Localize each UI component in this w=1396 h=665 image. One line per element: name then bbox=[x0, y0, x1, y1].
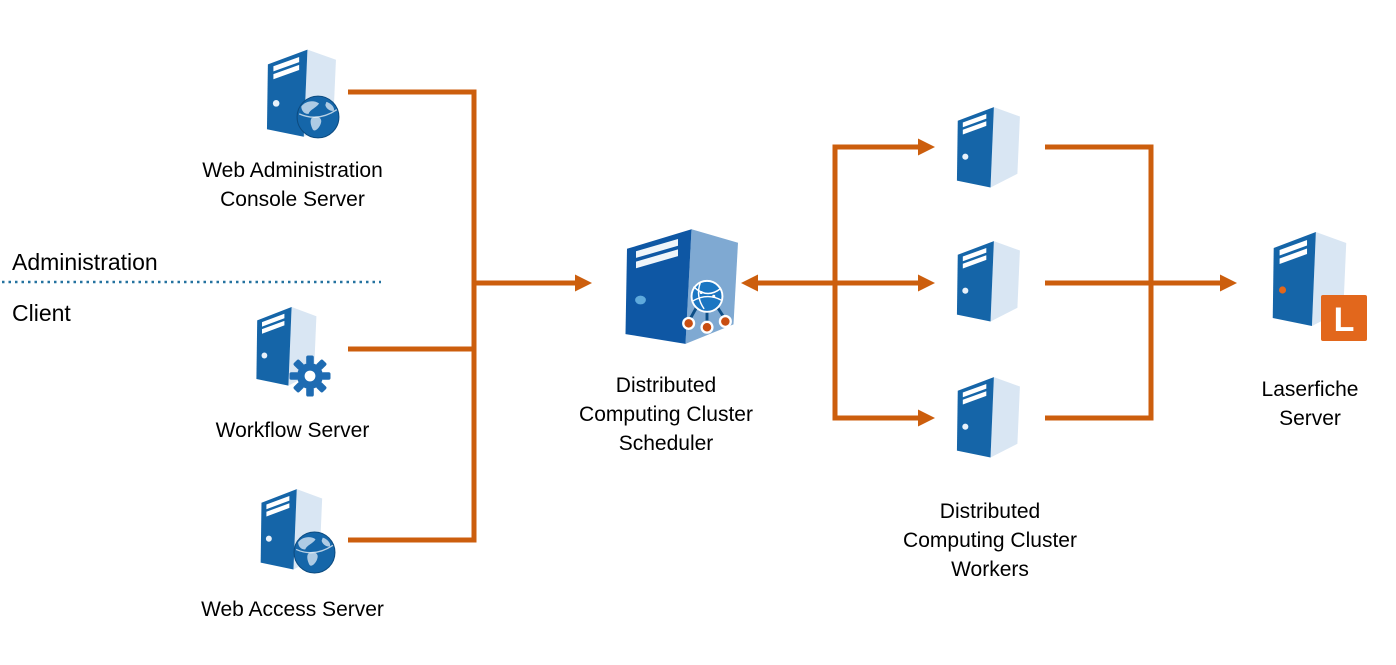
worker-server-3 bbox=[946, 372, 1030, 466]
laserfiche-logo-icon: L bbox=[1321, 295, 1367, 341]
network-cluster-icon bbox=[678, 278, 736, 334]
workers-label: Distributed Computing Cluster Workers bbox=[903, 500, 1077, 581]
web-admin-console-server-label: Web Administration Console Server bbox=[202, 159, 383, 211]
laserfiche-server-node: L bbox=[1260, 226, 1367, 341]
arrowhead-into-worker-1 bbox=[918, 138, 935, 156]
server-tower-icon bbox=[946, 236, 1030, 330]
globe-icon bbox=[295, 94, 341, 140]
web-admin-console-server-node bbox=[255, 44, 347, 146]
zone-label-administration: Administration bbox=[12, 249, 158, 275]
laserfiche-server-label: Laserfiche Server bbox=[1261, 378, 1359, 430]
laserfiche-logo-letter: L bbox=[1334, 301, 1355, 339]
server-tower-icon bbox=[946, 102, 1030, 196]
workflow-server-label: Workflow Server bbox=[215, 419, 370, 442]
gear-icon bbox=[288, 354, 332, 398]
web-access-server-node bbox=[250, 484, 332, 578]
worker-server-2 bbox=[946, 236, 1030, 330]
connector-workers-bus-left bbox=[832, 144, 918, 421]
server-tower-icon bbox=[946, 372, 1030, 466]
arrowhead-back-to-scheduler bbox=[741, 274, 758, 292]
arrowhead-into-laserfiche bbox=[1220, 274, 1237, 292]
arrowhead-into-worker-2 bbox=[918, 274, 935, 292]
scheduler-node bbox=[606, 222, 756, 356]
web-access-server-label: Web Access Server bbox=[201, 598, 384, 621]
globe-icon bbox=[292, 530, 337, 575]
connector-left-bus bbox=[348, 89, 477, 543]
workflow-server-node bbox=[246, 302, 326, 394]
scheduler-label: Distributed Computing Cluster Scheduler bbox=[579, 374, 753, 455]
zone-label-client: Client bbox=[12, 300, 71, 326]
arrowhead-into-scheduler bbox=[575, 274, 592, 292]
arrowhead-into-worker-3 bbox=[918, 409, 935, 427]
worker-server-1 bbox=[946, 102, 1030, 196]
